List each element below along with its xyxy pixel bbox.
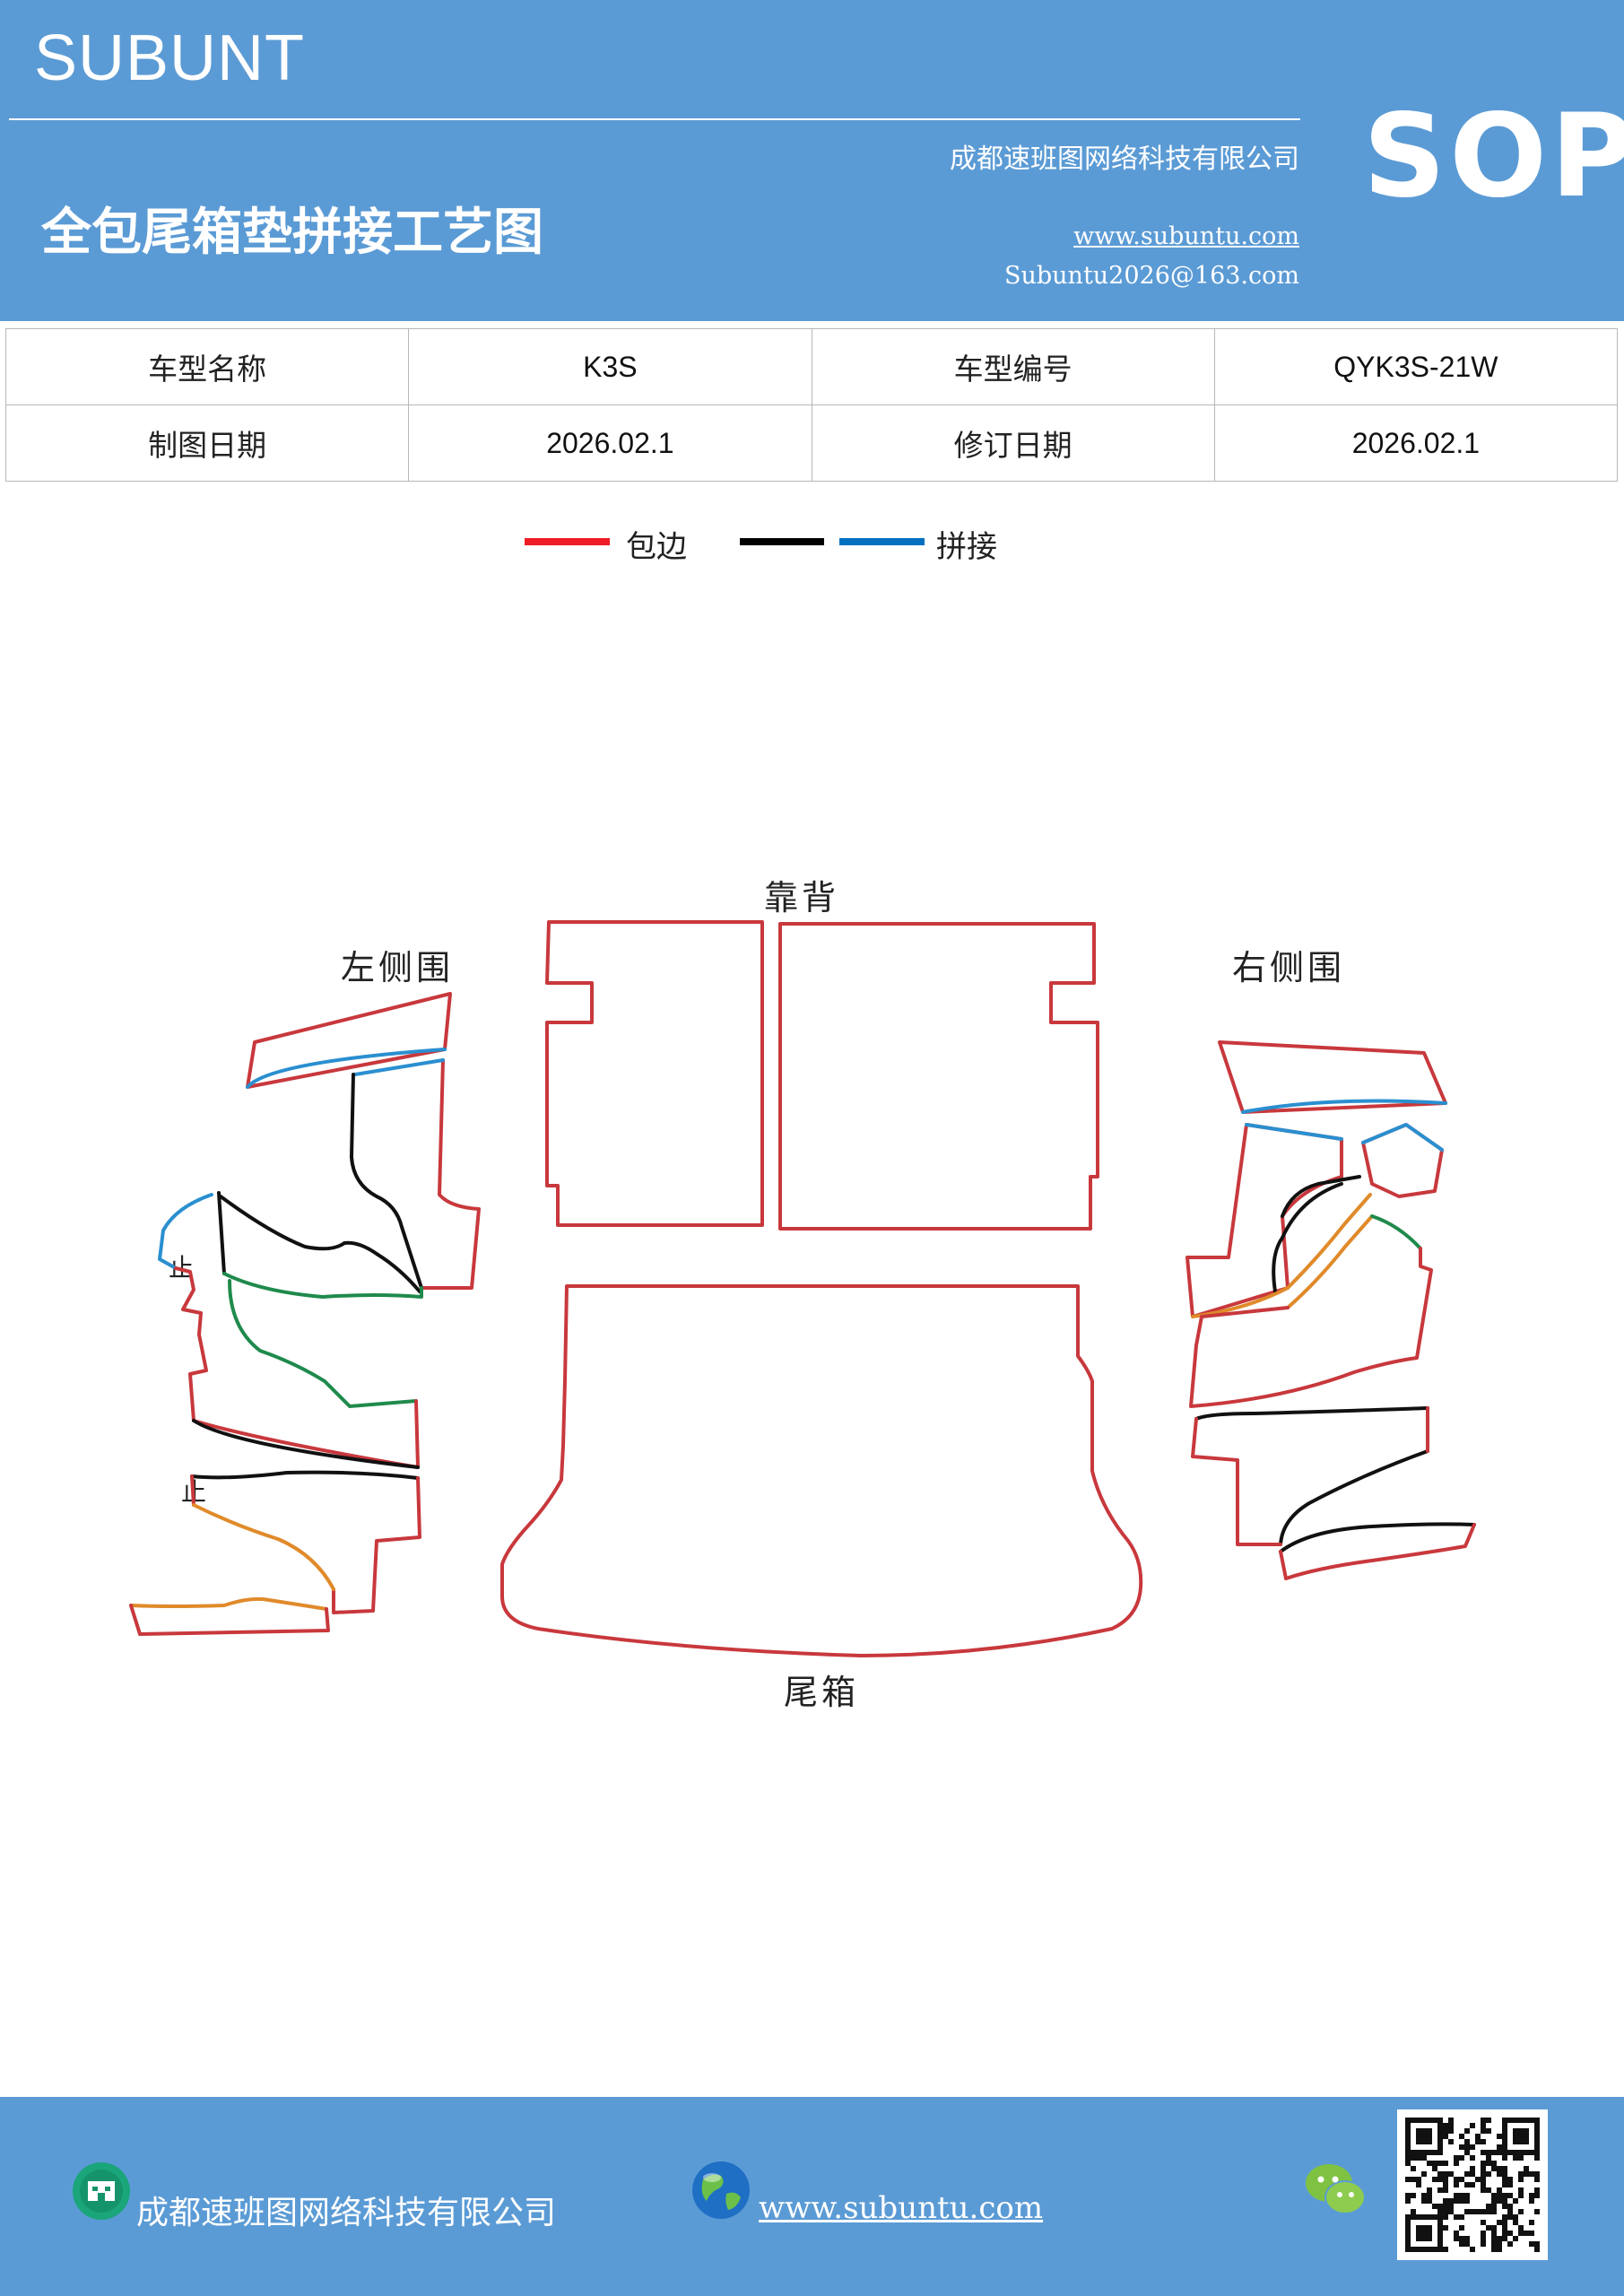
right-side-bottom-edge [1279, 1523, 1476, 1580]
header-email[interactable]: Subuntu2026@163.com [1004, 262, 1299, 290]
legend-label-edge: 包边 [626, 529, 687, 565]
left-side-lower-edge [190, 1474, 421, 1614]
trunk-floor-panel [500, 1284, 1143, 1657]
legend: 包边 拼接 [0, 522, 1624, 576]
table-row: 车型名称 K3S 车型编号 QYK3S-21W [4, 328, 1619, 405]
building-icon [73, 2162, 130, 2220]
label-backrest: 靠背 [764, 878, 840, 918]
document-title: 全包尾箱垫拼接工艺图 [41, 204, 543, 262]
left-side-top-splice [246, 1048, 447, 1089]
right-side-mid-edge [1189, 1247, 1433, 1408]
left-side-pillar-black [350, 1073, 423, 1290]
left-side-bottom-orange [129, 1596, 328, 1611]
brand-name: SUBUNT [34, 22, 306, 94]
value-drawing-date: 2026.02.1 [408, 404, 812, 482]
header-divider [9, 118, 1300, 120]
value-vehicle-name: K3S [408, 328, 812, 405]
label-vehicle-name: 车型名称 [4, 328, 410, 405]
wechat-icon[interactable] [1304, 2161, 1367, 2217]
left-side-pillar-edge [420, 1058, 481, 1290]
label-vehicle-code: 车型编号 [811, 328, 1215, 405]
right-side-upper-splice [1245, 1123, 1343, 1141]
qr-code[interactable] [1397, 2109, 1548, 2260]
right-side-bottom-black [1279, 1522, 1476, 1553]
left-side-pillar-splice [353, 1058, 445, 1076]
right-side-top-splice [1241, 1099, 1447, 1114]
right-side-pentagon [1361, 1123, 1444, 1198]
label-right-side: 右侧围 [1232, 948, 1346, 987]
label-left-side: 左侧围 [341, 948, 455, 987]
left-side-upper-black [217, 1191, 421, 1293]
right-side-upper-black [1272, 1175, 1361, 1293]
right-side-lower-edge [1191, 1406, 1429, 1546]
footer-banner: 成都速班图网络科技有限公司 www.subuntu.com [0, 2097, 1624, 2296]
label-drawing-date: 制图日期 [4, 404, 410, 482]
trunk-mat-diagram [129, 920, 1476, 1657]
left-side-mid-edge [174, 1266, 420, 1469]
legend-label-splice: 拼接 [936, 529, 997, 565]
footer-company: 成都速班图网络科技有限公司 [136, 2195, 557, 2231]
header-banner: SUBUNT 成都速班图网络科技有限公司 全包尾箱垫拼接工艺图 www.subu… [0, 0, 1624, 321]
backrest-left-panel [545, 920, 764, 1227]
footer-website-link[interactable]: www.subuntu.com [759, 2190, 1044, 2226]
left-side-bottom-edge [129, 1604, 330, 1636]
header-website-link[interactable]: www.subuntu.com [1073, 222, 1299, 250]
label-trunk: 尾箱 [784, 1673, 860, 1712]
left-side-lower-orange [192, 1503, 335, 1591]
left-side-green-seam [222, 1272, 423, 1408]
right-side-green-seam [1370, 1214, 1422, 1250]
value-revision-date: 2026.02.1 [1213, 404, 1619, 482]
left-side-lower-black [190, 1419, 420, 1480]
right-side-orange-seam [1191, 1193, 1374, 1318]
table-row: 制图日期 2026.02.1 修订日期 2026.02.1 [4, 404, 1619, 482]
header-company: 成都速班图网络科技有限公司 [950, 144, 1299, 175]
label-revision-date: 修订日期 [811, 404, 1215, 482]
vehicle-info-table: 车型名称 K3S 车型编号 QYK3S-21W 制图日期 2026.02.1 修… [4, 328, 1619, 482]
right-side-upper-panel [1185, 1123, 1343, 1318]
qr-code-pattern [1405, 2118, 1540, 2252]
legend-swatch-black [740, 538, 824, 545]
right-side-lower-black [1194, 1406, 1429, 1546]
sop-badge: SOP [1363, 90, 1624, 223]
left-side-upper-blue [158, 1193, 213, 1270]
value-vehicle-code: QYK3S-21W [1213, 328, 1619, 405]
backrest-right-panel [778, 922, 1099, 1231]
globe-icon [692, 2161, 750, 2219]
legend-swatch-red [525, 538, 610, 545]
right-side-pentagon-splice [1361, 1123, 1444, 1152]
legend-swatch-blue [839, 538, 925, 545]
